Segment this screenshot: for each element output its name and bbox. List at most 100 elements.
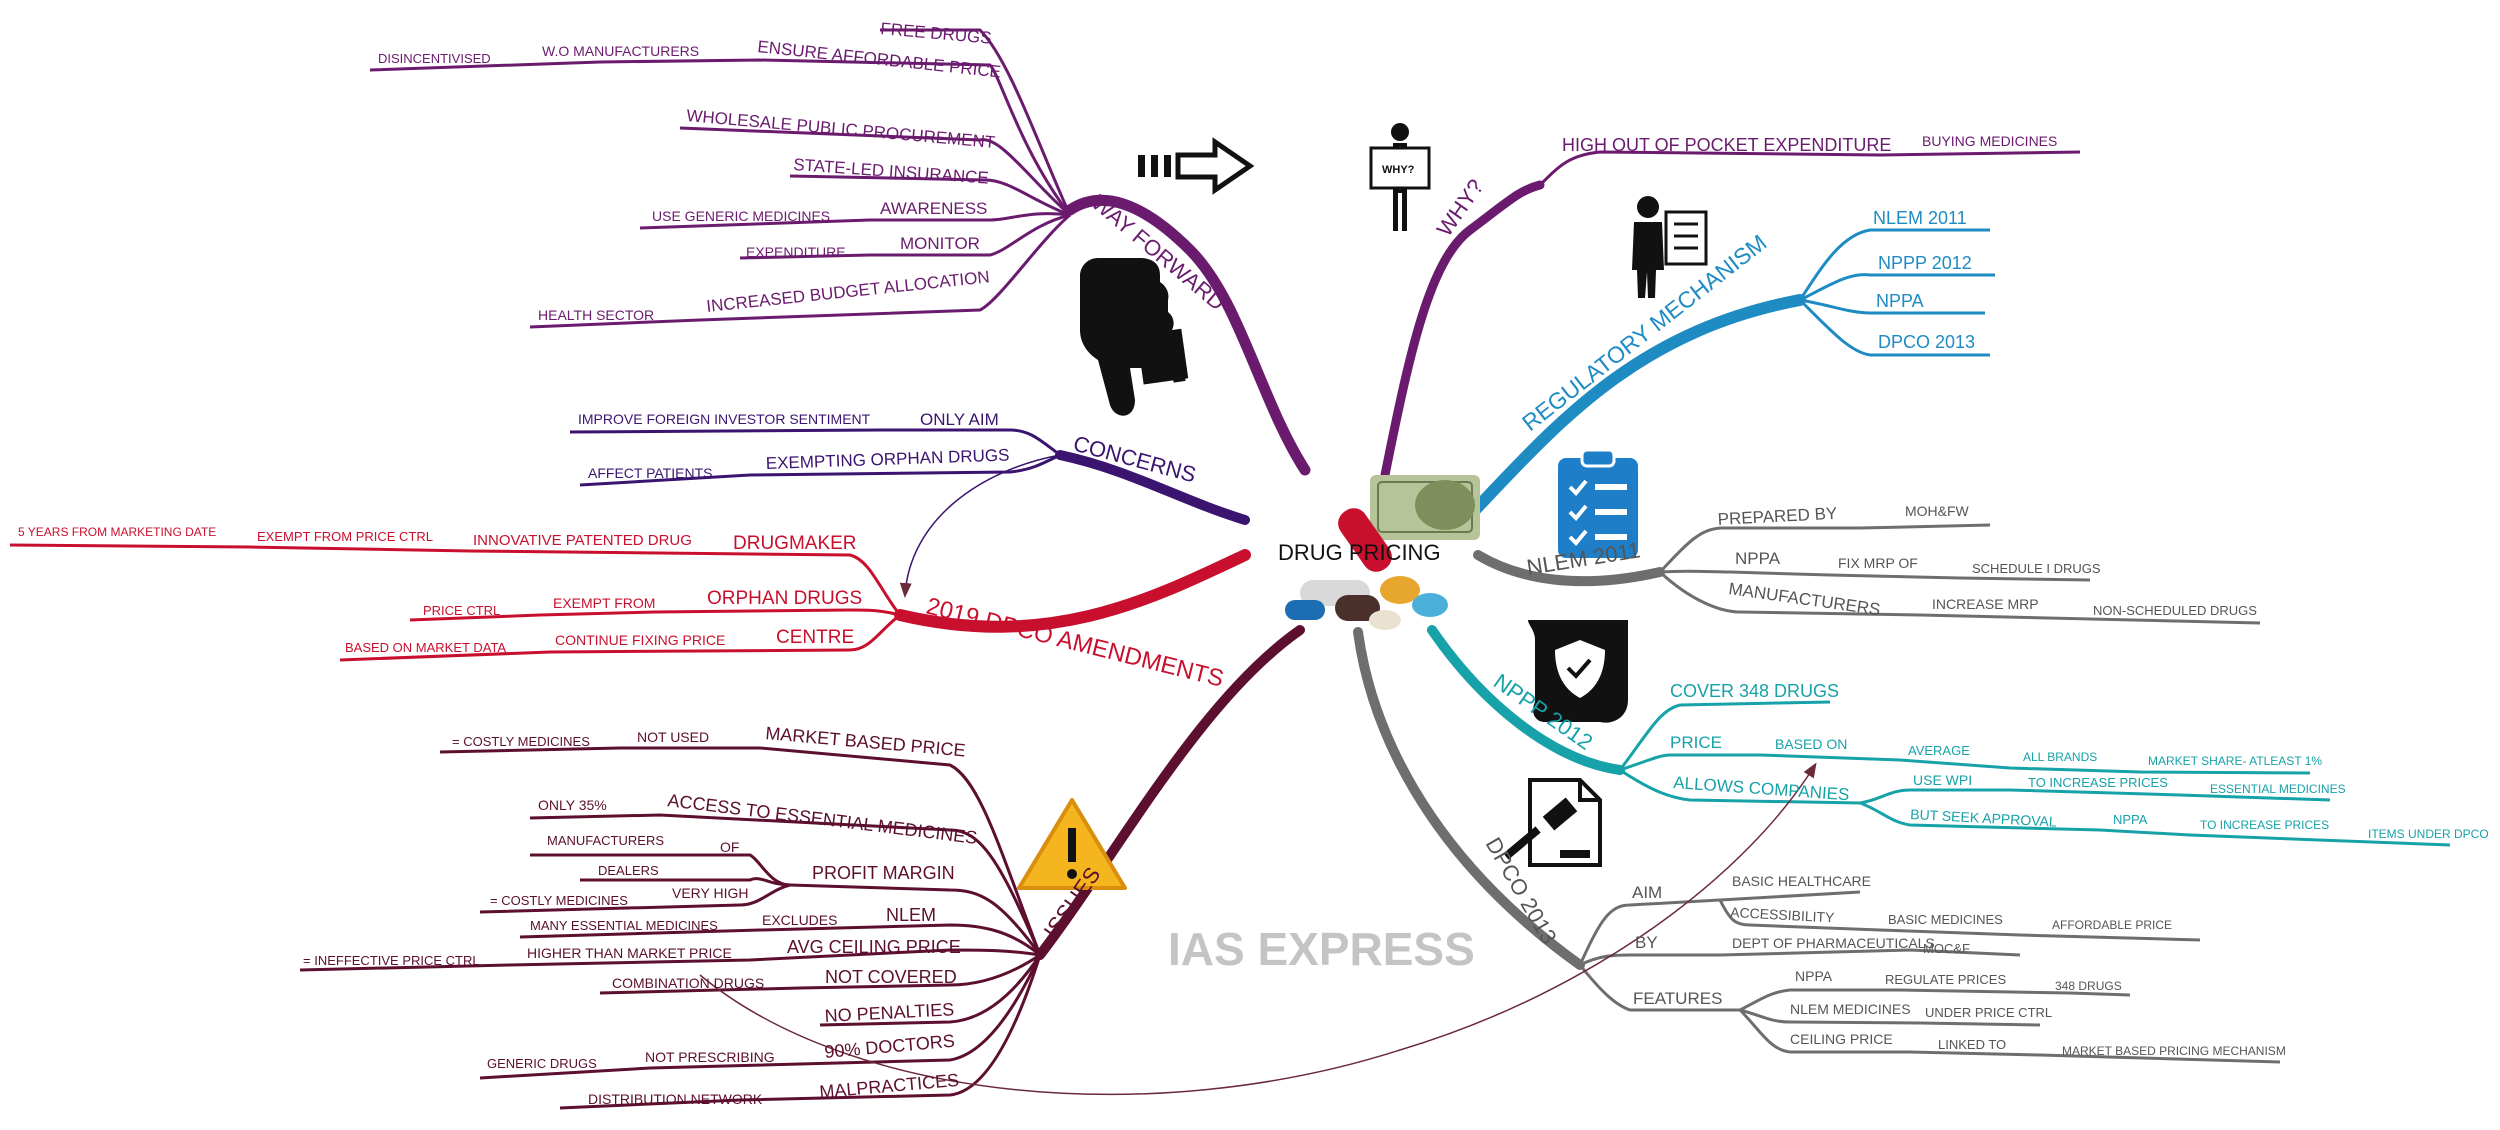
label-ineffective: = INEFFECTIVE PRICE CTRL — [303, 953, 480, 968]
label-health-sector: HEALTH SECTOR — [538, 307, 654, 323]
label-nppp-nppa: NPPA — [2113, 812, 2148, 827]
label-nlem-nppa: NPPA — [1735, 549, 1781, 568]
label-costly-medicines-2: = COSTLY MEDICINES — [490, 893, 628, 908]
label-nlem: NLEM — [886, 905, 936, 925]
label-exempting-orphan: EXEMPTING ORPHAN DRUGS — [765, 446, 1009, 473]
label-expenditure: EXPENDITURE — [746, 244, 846, 260]
label-regulate-prices: REGULATE PRICES — [1885, 972, 2006, 987]
nlem-lines — [1658, 523, 2261, 625]
label-basic-medicines: BASIC MEDICINES — [1888, 912, 2003, 927]
center-title: DRUG PRICING — [1278, 540, 1441, 565]
label-use-wpi: USE WPI — [1913, 772, 1972, 788]
label-prepared-by: PREPARED BY — [1717, 504, 1838, 529]
label-use-generic-medicines: USE GENERIC MEDICINES — [652, 208, 830, 224]
label-dept-pharma: DEPT OF PHARMACEUTICALS — [1732, 935, 1935, 951]
regulatory-branch — [1469, 294, 1806, 516]
label-under-price-ctrl: UNDER PRICE CTRL — [1925, 1005, 2052, 1020]
amendments-title: 2019 DPCO AMENDMENTS — [924, 593, 1227, 693]
label-to-increase-1: TO INCREASE PRICES — [2028, 775, 2168, 790]
label-by: BY — [1635, 933, 1658, 952]
arrow-right-icon — [1138, 137, 1255, 195]
label-non-scheduled: NON-SCHEDULED DRUGS — [2093, 603, 2257, 618]
label-disincentivised: DISINCENTIVISED — [378, 51, 491, 66]
issues-branch — [1035, 625, 1305, 960]
label-based-on: BASED ON — [1775, 736, 1847, 752]
label-market-pricing-mechanism: MARKET BASED PRICING MECHANISM — [2062, 1044, 2286, 1058]
label-manufacturers: MANUFACTURERS — [547, 833, 664, 848]
label-very-high: VERY HIGH — [672, 885, 749, 901]
dpco-lines — [1578, 890, 2281, 1064]
policy-scroll-shield-icon — [1528, 620, 1628, 723]
label-wholesale: WHOLESALE PUBLIC PROCUREMENT — [686, 106, 996, 152]
label-monitor: MONITOR — [900, 234, 980, 253]
businessman-clipboard-icon — [1632, 196, 1708, 298]
center-image — [1285, 475, 1480, 630]
label-but-seek: BUT SEEK APPROVAL — [1910, 806, 2057, 830]
label-price-ctrl: PRICE CTRL — [423, 603, 500, 618]
nlem-branch — [1473, 550, 1665, 587]
label-exempt-from: EXEMPT FROM — [553, 595, 655, 611]
label-affordable-price: AFFORDABLE PRICE — [2052, 918, 2172, 932]
label-only-35: ONLY 35% — [538, 797, 607, 813]
concerns-lines — [569, 428, 1061, 487]
way-forward-lines — [369, 28, 1072, 329]
label-free-drugs: FREE DRUGS — [880, 19, 993, 48]
label-excludes: EXCLUDES — [762, 912, 837, 928]
nppp-branch — [1427, 625, 1625, 775]
label-increased-budget: INCREASED BUDGET ALLOCATION — [705, 267, 990, 316]
watermark: IAS EXPRESS — [1168, 923, 1475, 975]
legal-document-gavel-icon — [1503, 778, 1602, 867]
label-not-used: NOT USED — [637, 729, 709, 745]
label-generic-drugs: GENERIC DRUGS — [487, 1056, 597, 1071]
concerns-labels: ONLY AIM IMPROVE FOREIGN INVESTOR SENTIM… — [578, 410, 1010, 481]
dpco-branch — [1353, 627, 1585, 970]
warning-icon — [1017, 798, 1127, 890]
label-mohfw: MOH&FW — [1905, 503, 1970, 519]
label-dpco-2013: DPCO 2013 — [1878, 332, 1975, 352]
label-high-oop: HIGH OUT OF POCKET EXPENDITURE — [1562, 135, 1891, 155]
label-all-brands: ALL BRANDS — [2023, 750, 2097, 764]
label-basic-healthcare: BASIC HEALTHCARE — [1732, 873, 1871, 889]
label-foreign-investor: IMPROVE FOREIGN INVESTOR SENTIMENT — [578, 411, 871, 427]
label-higher-than-market: HIGHER THAN MARKET PRICE — [527, 945, 732, 961]
label-nlem-medicines: NLEM MEDICINES — [1790, 1001, 1911, 1017]
why-person-icon: WHY? — [1369, 123, 1431, 231]
label-ceiling-price: CEILING PRICE — [1790, 1031, 1893, 1047]
label-buying-medicines: BUYING MEDICINES — [1922, 133, 2057, 149]
label-five-years: 5 YEARS FROM MARKETING DATE — [18, 525, 216, 539]
why-branch — [1380, 180, 1545, 480]
label-aim: AIM — [1632, 883, 1662, 902]
label-348-drugs: 348 DRUGS — [2055, 979, 2122, 993]
label-linked-to: LINKED TO — [1938, 1037, 2006, 1052]
label-market-share: MARKET SHARE- ATLEAST 1% — [2148, 754, 2322, 768]
regulatory-labels: NLEM 2011 NPPP 2012 NPPA DPCO 2013 — [1873, 208, 1975, 352]
label-nppa: NPPA — [1876, 291, 1924, 311]
nppp-lines — [1618, 700, 2451, 847]
label-state-led-insurance: STATE-LED INSURANCE — [793, 155, 990, 188]
label-awareness: AWARENESS — [880, 199, 987, 218]
label-nppp-2012: NPPP 2012 — [1878, 253, 1972, 273]
label-continue-fixing: CONTINUE FIXING PRICE — [555, 632, 725, 648]
label-affect-patients: AFFECT PATIENTS — [588, 465, 712, 481]
dpco-labels: AIM BASIC HEALTHCARE ACCESSIBILITY BASIC… — [1632, 873, 2286, 1058]
label-many-essential: MANY ESSENTIAL MEDICINES — [530, 918, 718, 933]
concerns-to-amendments-arrow — [899, 454, 1061, 598]
clipboard-checklist-icon — [1558, 448, 1638, 558]
label-fix-mrp: FIX MRP OF — [1838, 555, 1918, 571]
label-nlem-2011: NLEM 2011 — [1873, 208, 1967, 228]
label-only-aim: ONLY AIM — [920, 410, 999, 429]
label-dpco-nppa: NPPA — [1795, 968, 1833, 984]
concerns-branch — [1055, 450, 1250, 525]
way-forward-branch — [1064, 194, 1311, 476]
label-wo-manufacturers: W.O MANUFACTURERS — [542, 43, 699, 59]
label-items-under-dpco: ITEMS UNDER DPCO — [2368, 827, 2489, 841]
label-schedule-i: SCHEDULE I DRUGS — [1972, 561, 2101, 576]
label-ninety-doctors: 90% DOCTORS — [824, 1031, 956, 1062]
issues-labels: MARKET BASED PRICE NOT USED = COSTLY MED… — [303, 723, 978, 1107]
label-innovative: INNOVATIVE PATENTED DRUG — [473, 532, 692, 549]
main-branches — [894, 180, 1806, 970]
label-costly-medicines-1: = COSTLY MEDICINES — [452, 734, 590, 749]
label-not-covered: NOT COVERED — [825, 967, 957, 987]
